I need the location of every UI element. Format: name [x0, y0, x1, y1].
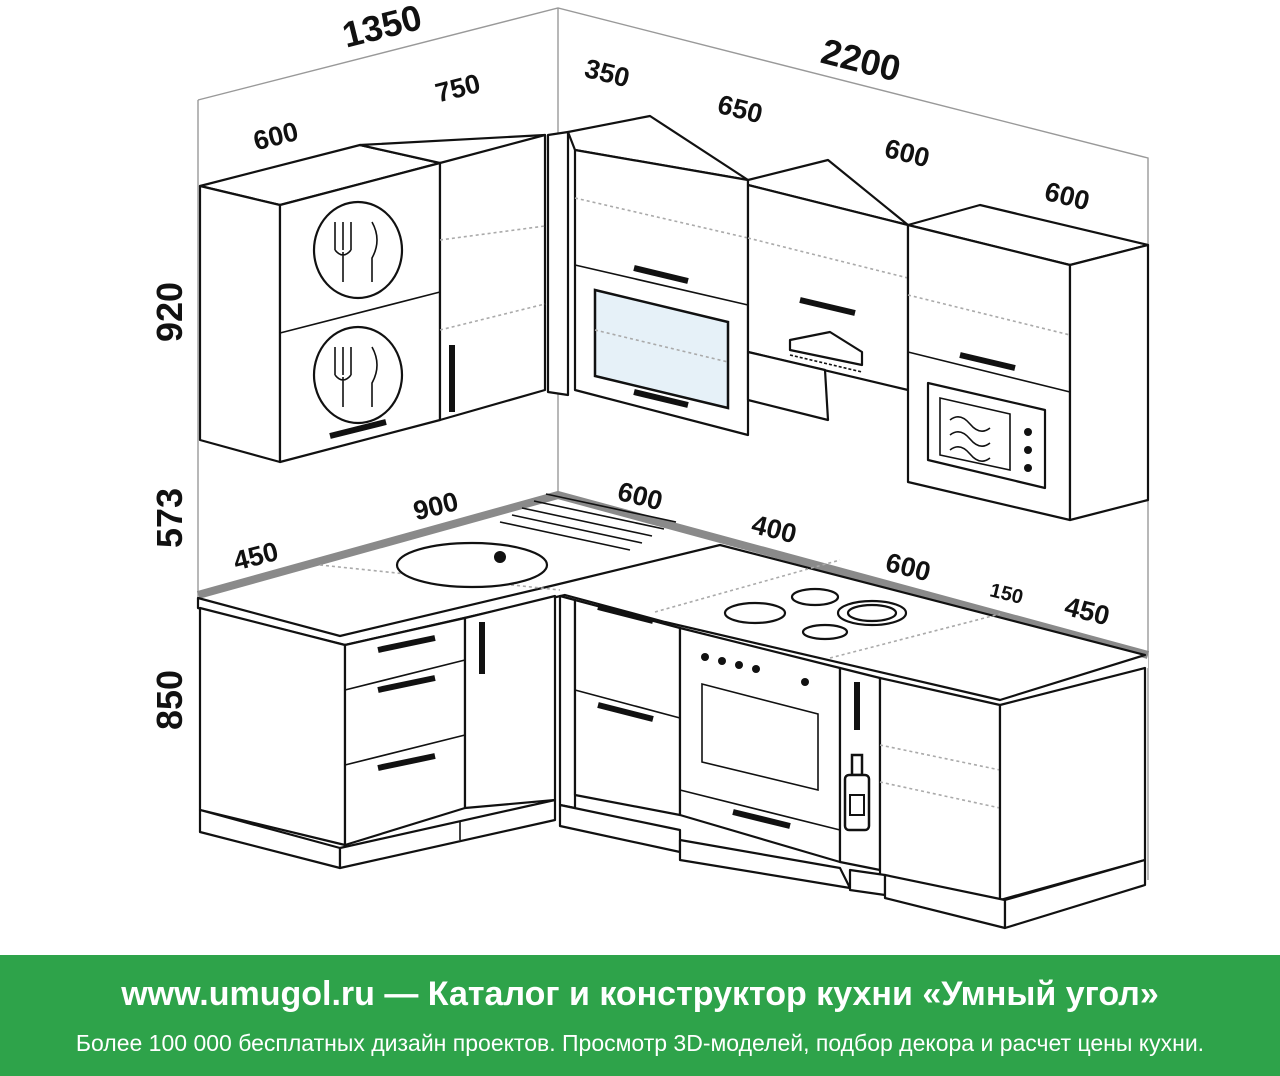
fork-knife-icon [312, 325, 404, 425]
sink-icon [395, 493, 677, 589]
dim-upper-back-650: 650 [715, 89, 766, 129]
dim-upper-back-600a: 600 [882, 133, 933, 173]
base-left-cabinets [198, 594, 557, 870]
fork-knife-icon [312, 200, 404, 300]
dim-base-back-150: 150 [988, 579, 1026, 608]
dim-height-gap: 573 [149, 488, 190, 548]
dim-base-back-400: 400 [749, 509, 800, 549]
dim-upper-left-750: 750 [432, 68, 483, 108]
kitchen-diagram: 1350 2200 600 750 350 650 600 600 920 57… [149, 0, 1150, 930]
dim-height-base: 850 [149, 670, 190, 730]
dim-left-wall-total: 1350 [338, 0, 426, 55]
cooktop-icon [723, 587, 908, 641]
glass-panel [593, 288, 730, 410]
dim-upper-back-600b: 600 [1042, 176, 1093, 216]
dim-height-upper: 920 [149, 282, 190, 342]
base-back-cabinets [558, 594, 1147, 930]
dim-base-back-450: 450 [1062, 591, 1113, 631]
dim-upper-back-350: 350 [582, 53, 633, 93]
dim-back-wall-total: 2200 [817, 30, 905, 89]
upper-back-cabinets [546, 114, 1150, 522]
range-hood-icon [746, 330, 864, 422]
banner-title-link[interactable]: www.umugol.ru — Каталог и конструктор ку… [121, 975, 1159, 1013]
microwave-icon [926, 381, 1047, 490]
upper-left-cabinets [198, 133, 547, 464]
oven-icon [678, 626, 842, 864]
dim-upper-left-600: 600 [250, 116, 301, 156]
countertop [196, 490, 1150, 705]
footer-banner: www.umugol.ru — Каталог и конструктор ку… [0, 955, 1280, 1076]
bottle-icon [843, 753, 871, 832]
banner-subtitle: Более 100 000 бесплатных дизайн проектов… [75, 1030, 1205, 1056]
